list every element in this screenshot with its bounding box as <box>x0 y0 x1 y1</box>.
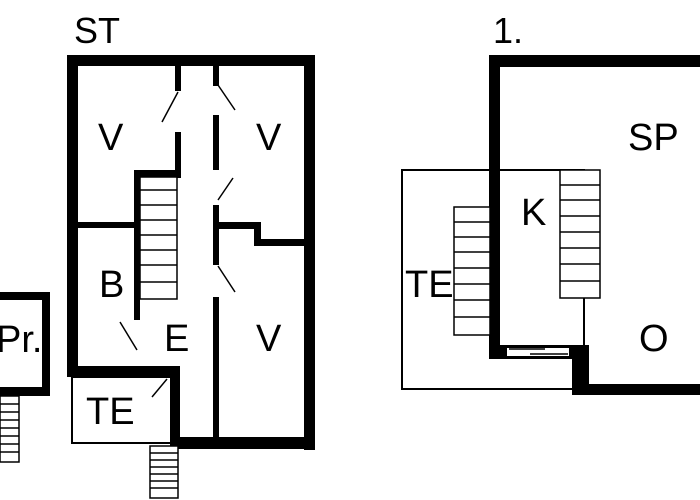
room-label-k: K <box>521 192 546 234</box>
wall <box>572 384 700 395</box>
wall <box>175 66 181 91</box>
floor-label-first: 1. <box>493 10 523 51</box>
wall <box>134 170 140 320</box>
annex-steps <box>0 395 20 463</box>
wall <box>67 55 78 377</box>
wall <box>172 437 315 449</box>
wall <box>67 55 315 66</box>
wall <box>136 170 181 177</box>
wall <box>254 222 261 246</box>
wall <box>213 205 219 265</box>
wall <box>213 115 219 170</box>
wall <box>0 387 50 396</box>
wall <box>42 292 50 396</box>
door <box>151 378 168 398</box>
door-opening <box>507 348 569 356</box>
wall <box>213 66 219 86</box>
wall <box>76 222 138 228</box>
room-label-e: E <box>164 318 189 360</box>
interior-stairs <box>559 169 601 299</box>
wall <box>489 55 500 359</box>
ground-stairs <box>139 176 178 300</box>
room-label-sp: SP <box>628 117 679 159</box>
terrace-stairs <box>453 206 491 336</box>
wall <box>175 132 181 178</box>
door <box>119 321 138 351</box>
wall <box>67 366 172 377</box>
room-label-te: TE <box>86 391 135 433</box>
ground-floor-plan: ST V V B E V TE Pr. <box>0 10 315 499</box>
door <box>161 91 179 123</box>
room-label-pr: Pr. <box>0 319 42 361</box>
wall <box>254 239 306 246</box>
wall <box>572 345 589 395</box>
door <box>217 265 236 293</box>
door <box>217 84 236 111</box>
room-label-v: V <box>256 117 282 159</box>
room-label-o: O <box>639 318 669 360</box>
door <box>217 177 234 201</box>
entrance-porch <box>71 376 172 444</box>
first-floor-plan: 1. SP K TE O <box>401 10 700 395</box>
wall <box>217 222 261 229</box>
wall <box>170 366 180 446</box>
room-label-v: V <box>256 318 282 360</box>
wall <box>489 55 700 67</box>
floor-label-ground: ST <box>74 10 120 51</box>
wall <box>0 292 50 300</box>
wall <box>213 297 219 437</box>
room-label-v: V <box>98 117 124 159</box>
room-label-b: B <box>99 264 124 306</box>
room-label-te: TE <box>405 264 454 306</box>
entrance-steps <box>149 445 179 499</box>
wall <box>304 55 315 450</box>
